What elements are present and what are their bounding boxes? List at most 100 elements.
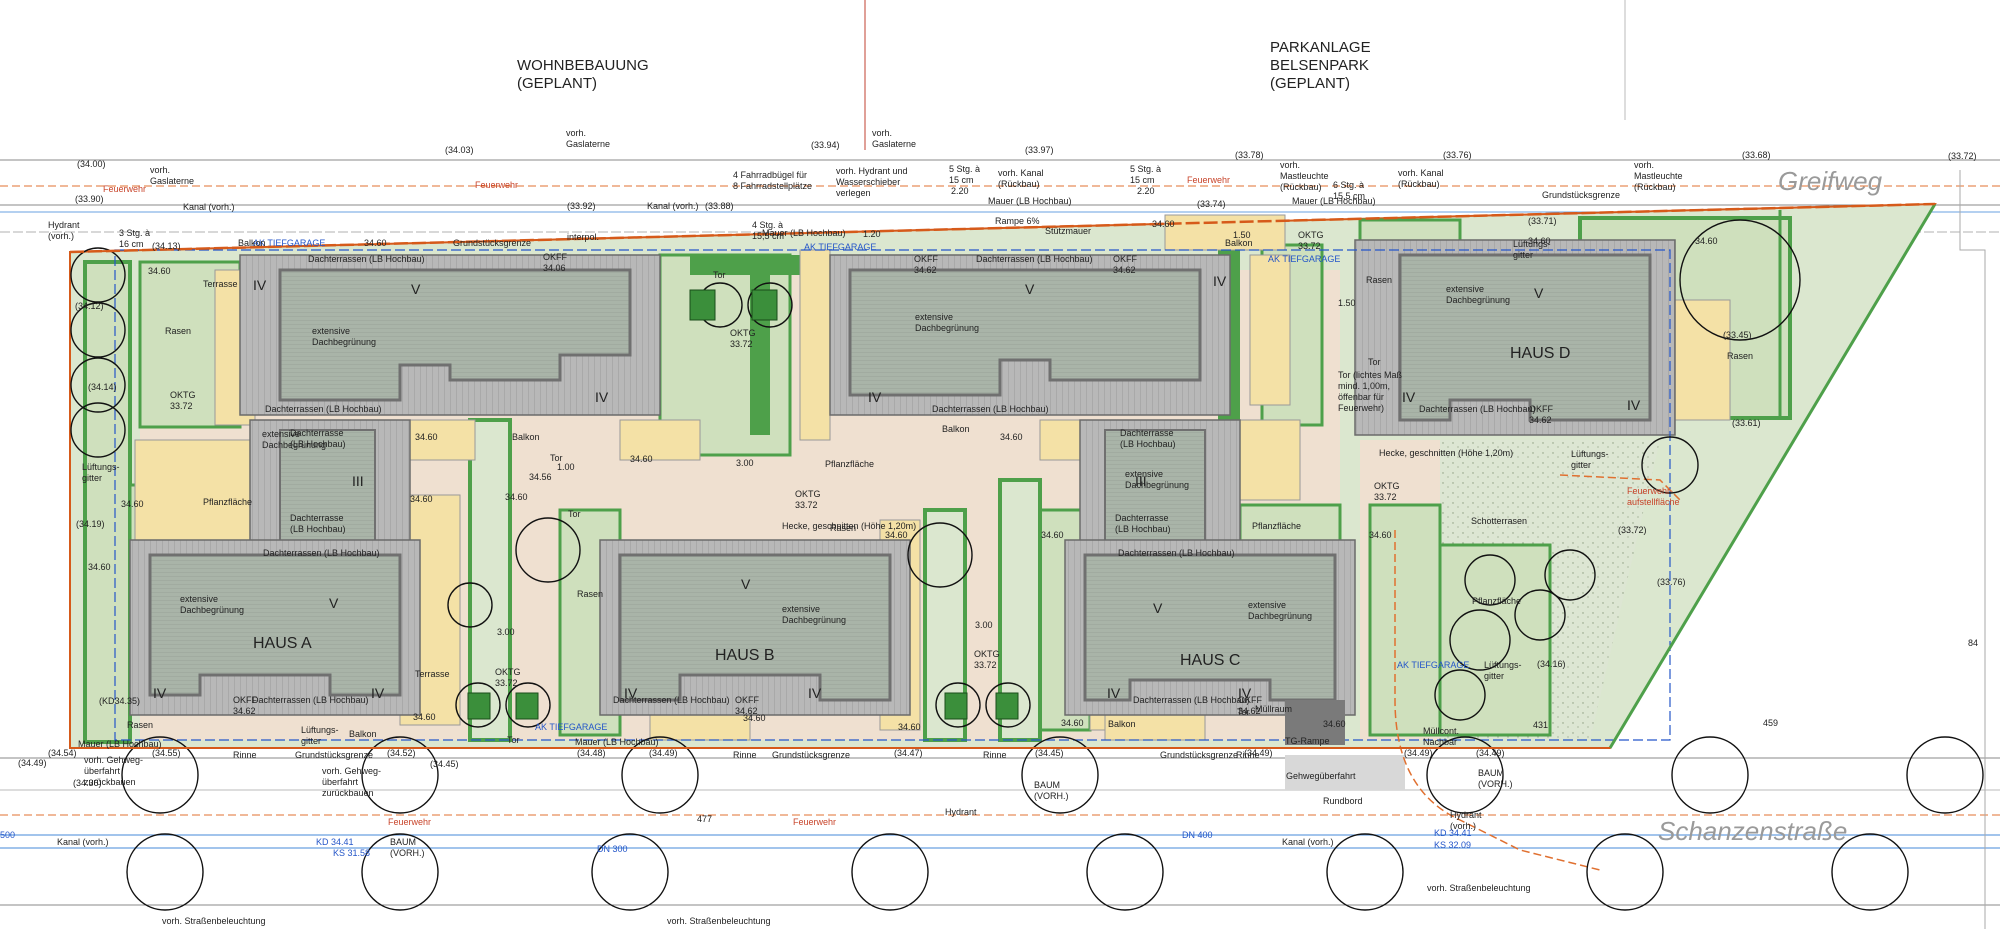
okff-label: OKFF	[1238, 695, 1263, 705]
stufen-label: 15,5 cm	[752, 231, 784, 241]
okff-label: 34.62	[1113, 265, 1136, 275]
dn-label: 500	[0, 830, 15, 840]
roof-dachterrasse: (LB Hochbau)	[1115, 524, 1171, 534]
rasen-label: Rasen	[1366, 275, 1392, 285]
roof-dachterrasse: Dachterrasse	[1115, 513, 1169, 523]
okff-label: OKFF	[1113, 254, 1138, 264]
floor-label: V	[1534, 285, 1544, 301]
stuetzmauer-label: Stützmauer	[1045, 226, 1091, 236]
elevation-point: 34.60	[630, 454, 653, 464]
stufen-label: 4 Stg. à	[752, 220, 783, 230]
elevation-point: 34.60	[1323, 719, 1346, 729]
lueftungsgitter-label: Lüftungs-	[1513, 239, 1551, 249]
floor-label: IV	[868, 389, 882, 405]
feuerwehraufstellflaeche-label: Feuerwehr-	[1627, 486, 1673, 496]
pflanzflaeche-label: Pflanzfläche	[1252, 521, 1301, 531]
parcel-number: 431	[1533, 720, 1548, 730]
tor-hinweis: Feuerwehr)	[1338, 403, 1384, 413]
hydrant-label: Hydrant	[1450, 810, 1482, 820]
floor-label: V	[1025, 281, 1035, 297]
roof-dachterrassen: Dachterrassen (LB Hochbau)	[613, 695, 730, 705]
rundbord-label: Rundbord	[1323, 796, 1363, 806]
mastleuchte-label: vorh.	[1280, 160, 1300, 170]
kanal-rueckbau-label: vorh. Kanal	[1398, 168, 1444, 178]
width-label: 3.00	[736, 458, 754, 468]
rasen-label: Rasen	[1727, 351, 1753, 361]
mastleuchte-label: (Rückbau)	[1634, 182, 1676, 192]
wasserschieber-label: verlegen	[836, 188, 871, 198]
building-haus-a	[129, 539, 421, 716]
elevation-point: 34.60	[364, 238, 387, 248]
roof-dachterrassen: Dachterrassen (LB Hochbau)	[265, 404, 382, 414]
roof-dachterrasse: Dachterrasse	[290, 428, 344, 438]
elevation-point: 34.60	[505, 492, 528, 502]
roof-dachterrassen: Dachterrassen (LB Hochbau)	[252, 695, 369, 705]
width-label: 1.20	[863, 229, 881, 239]
elevation-point: 34.60	[1152, 219, 1175, 229]
ak-tiefgarage-label: AK TIEFGARAGE	[1397, 660, 1469, 670]
tor-label: Tor	[713, 270, 726, 280]
terrasse-label: Terrasse	[203, 279, 238, 289]
gehweg-note: vorh. Gehweg-	[84, 755, 143, 765]
ks-label: KS 31.58	[333, 848, 370, 858]
stufen-label: 6 Stg. à	[1333, 180, 1364, 190]
elevation-label: (KD34.35)	[99, 696, 140, 706]
gaslaterne-label: Gaslaterne	[872, 139, 916, 149]
balkon-label: Balkon	[1225, 238, 1253, 248]
roof-dachterrassen: Dachterrassen (LB Hochbau)	[932, 404, 1049, 414]
roof-dachterrasse: (LB Hochbau)	[290, 439, 346, 449]
floor-label: V	[411, 281, 421, 297]
gaslaterne-label: vorh.	[150, 165, 170, 175]
elevation-label: (34.52)	[387, 748, 416, 758]
haus-a-label: HAUS A	[253, 635, 312, 652]
rampe-label: Rampe 6%	[995, 216, 1040, 226]
strassenbeleuchtung-label: vorh. Straßenbeleuchtung	[162, 916, 266, 926]
elevation-point: 34.60	[88, 562, 111, 572]
tor-label: Tor	[507, 735, 520, 745]
tor-label: Tor	[1368, 357, 1381, 367]
kanal-rueckbau-label: (Rückbau)	[998, 179, 1040, 189]
elevation-label: (33.76)	[1443, 150, 1472, 160]
dn-label: DN 300	[597, 844, 628, 854]
floor-label: IV	[624, 685, 638, 701]
tor-label: Tor	[1237, 707, 1250, 717]
roof-extensive: extensive	[312, 326, 350, 336]
okff-label: OKFF	[914, 254, 939, 264]
roof-extensive: extensive	[262, 429, 300, 439]
roof-extensive: extensive	[1125, 469, 1163, 479]
roof-extensive: Dachbegrünung	[180, 605, 244, 615]
kanal-label: Kanal (vorh.)	[647, 201, 699, 211]
elevation-point: 34.60	[743, 713, 766, 723]
heading-wohnbebauung-2: (GEPLANT)	[517, 75, 597, 92]
hydrant-label: (vorh.)	[1450, 821, 1476, 831]
street-schanzenstrasse: Schanzenstraße	[1658, 816, 1847, 846]
rasen-label: Rasen	[165, 326, 191, 336]
oktg-label: 33.72	[974, 660, 997, 670]
elevation-label: (33.78)	[1235, 150, 1264, 160]
elevation-point: 34.60	[148, 266, 171, 276]
rinne-label: Rinne	[233, 750, 257, 760]
gehweg-note: vorh. Gehweg-	[322, 766, 381, 776]
elevation-point: 34.60	[415, 432, 438, 442]
tor-hinweis: mind. 1,00m,	[1338, 381, 1390, 391]
elevation-label: (34.47)	[894, 748, 923, 758]
hecke-label: Hecke, geschnitten (Höhe 1,20m)	[782, 521, 916, 531]
elevation-label: (33.72)	[1618, 525, 1647, 535]
heading-wohnbebauung-1: WOHNBEBAUUNG	[517, 57, 649, 74]
roof-extensive: Dachbegrünung	[782, 615, 846, 625]
rasen-label: Rasen	[127, 720, 153, 730]
stufen-label: 15 cm	[949, 175, 974, 185]
elevation-label: (33.97)	[1025, 145, 1054, 155]
elevation-label: (34.16)	[1537, 659, 1566, 669]
elevation-label: (33.68)	[1742, 150, 1771, 160]
elevation-point: 34.60	[1061, 718, 1084, 728]
gehweg-note: zurückbauen	[84, 777, 136, 787]
building-haus-d	[1354, 239, 1676, 436]
grundstuecksgrenze-label: Grundstücksgrenze	[453, 238, 531, 248]
pflanzflaeche-label: Pflanzfläche	[1472, 596, 1521, 606]
mauer-label: Mauer (LB Hochbau)	[988, 196, 1072, 206]
feuerwehr-label: Feuerwehr	[793, 817, 836, 827]
width-label: 2.20	[1137, 186, 1155, 196]
balkon-label: Balkon	[238, 238, 266, 248]
balkon-label: Balkon	[512, 432, 540, 442]
